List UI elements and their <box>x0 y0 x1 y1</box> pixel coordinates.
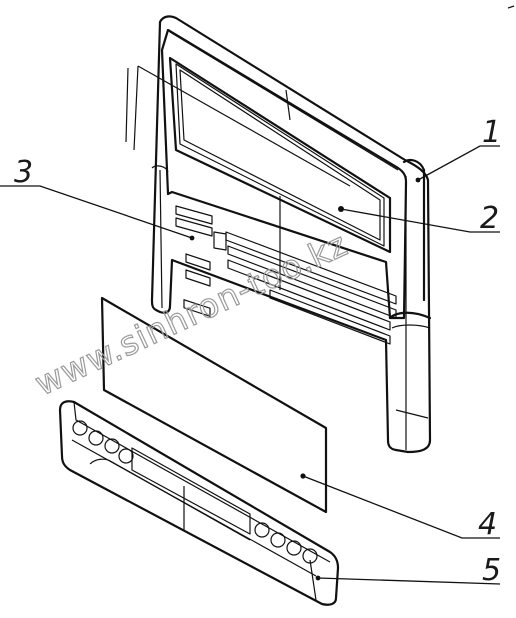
callout-label-5: 5 <box>482 553 501 588</box>
part-1-frame-panel <box>150 15 432 454</box>
callout-label-4: 4 <box>478 507 497 542</box>
callout-label-2: 2 <box>480 201 499 236</box>
callout-label-3: 3 <box>14 155 33 190</box>
callout-5: 5 <box>317 553 501 588</box>
callout-3: 3 <box>0 155 195 241</box>
part-5-lower-bumper <box>58 400 340 606</box>
part-2-window-bracket <box>125 65 351 212</box>
corner-mark <box>507 5 515 9</box>
watermark-text: www.sinhron-too.kz <box>29 224 354 403</box>
callout-2: 2 <box>340 201 500 236</box>
callout-4: 4 <box>302 475 500 542</box>
callout-label-1: 1 <box>482 115 501 150</box>
callout-1: 1 <box>415 115 501 183</box>
